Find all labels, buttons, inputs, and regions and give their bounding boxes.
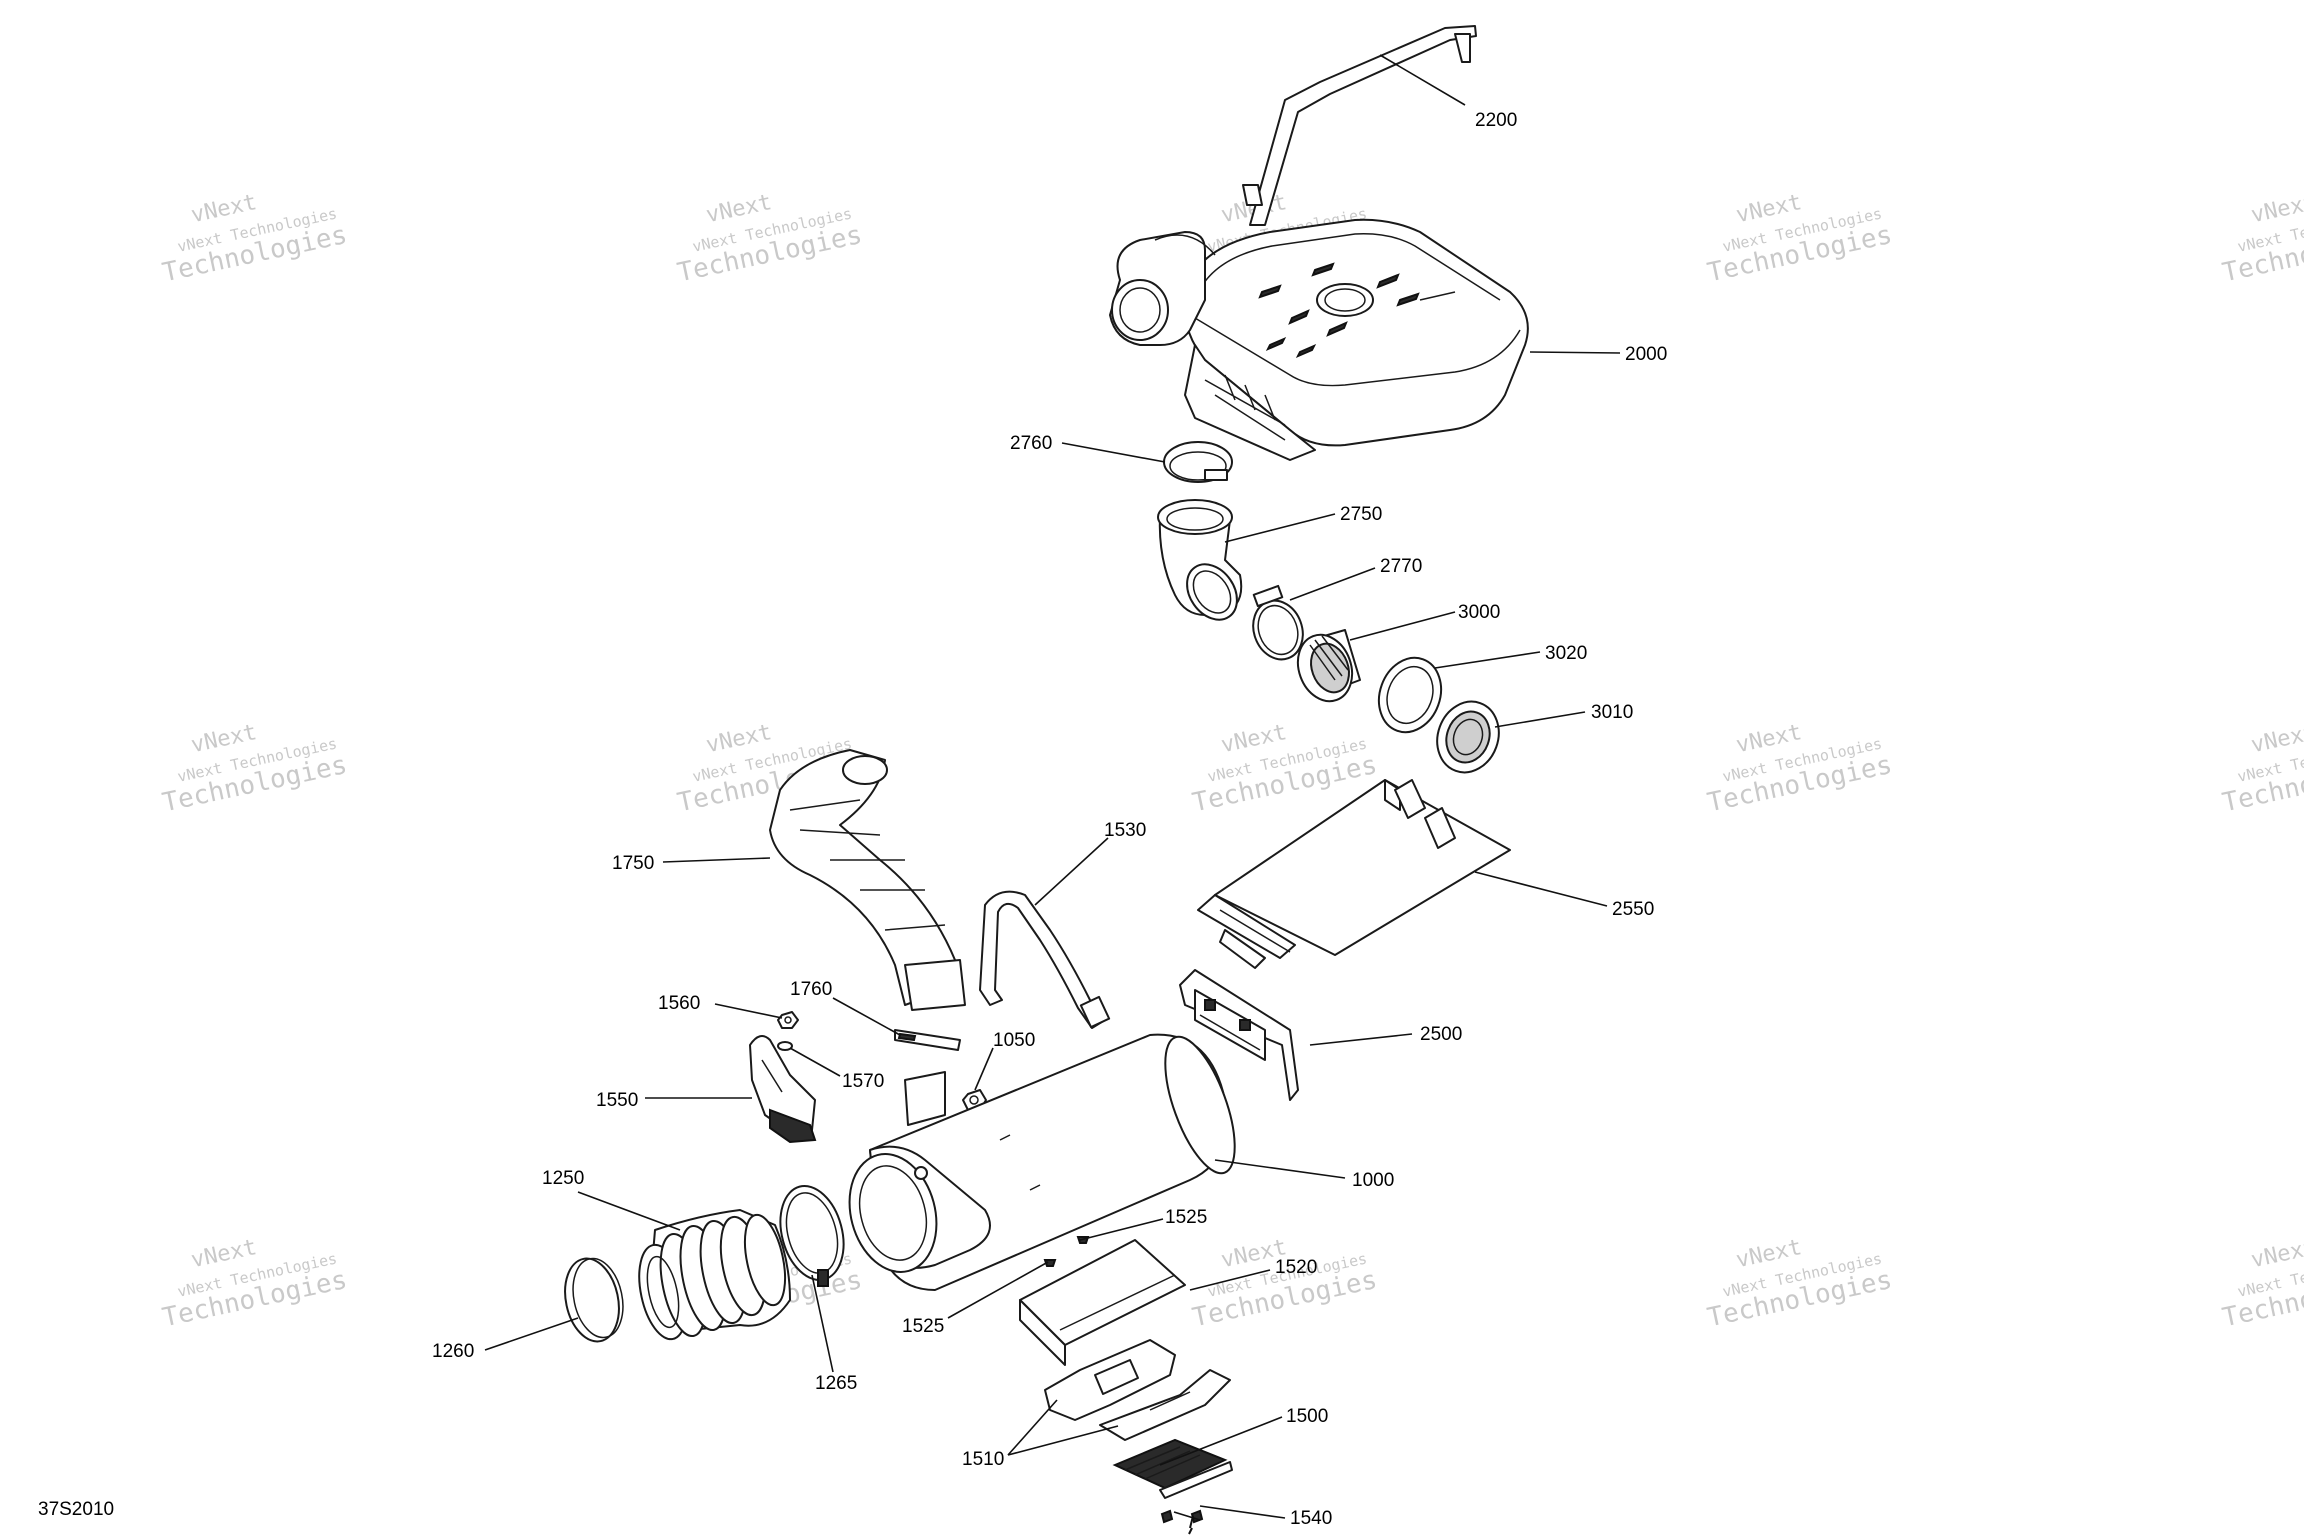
part-holder-1550: [749, 1035, 817, 1144]
callout-1525: 1525: [1165, 1207, 1207, 1228]
part-duct-1750: [769, 749, 966, 1011]
leader-lines: [484, 54, 1621, 1521]
callout-1265: 1265: [815, 1373, 857, 1394]
part-rivet-1525: [1043, 1236, 1090, 1267]
callout-2550: 2550: [1612, 899, 1654, 920]
watermark-text: vNext: [2249, 720, 2304, 758]
callout-3020: 3020: [1545, 643, 1587, 664]
callout-1570: 1570: [842, 1071, 884, 1092]
part-strap-2200: [1242, 25, 1477, 226]
part-shield-1520: [1019, 1239, 1186, 1366]
watermark: vNext vNext Technologies Technologies: [1705, 1235, 1895, 1333]
callout-1500: 1500: [1286, 1406, 1328, 1427]
callout-1530: 1530: [1104, 820, 1146, 841]
watermark: vNext vNext Technologies Technologies: [160, 1235, 350, 1333]
part-screw-1540: [1160, 1509, 1204, 1535]
part-ring-3020: [1377, 656, 1443, 734]
part-mount-1510: [1044, 1339, 1231, 1441]
callout-1250: 1250: [542, 1168, 584, 1189]
callout-1560: 1560: [658, 993, 700, 1014]
part-clamp-2770: [1252, 584, 1304, 661]
callout-3000: 3000: [1458, 602, 1500, 623]
callout-1540: 1540: [1290, 1508, 1332, 1529]
callout-2760: 2760: [1010, 433, 1052, 454]
watermark-text: vNext: [2249, 1235, 2304, 1273]
part-insert-1760: [894, 1029, 961, 1051]
callout-1260: 1260: [432, 1341, 474, 1362]
callout-2750: 2750: [1340, 504, 1382, 525]
figure-code: 37S2010: [38, 1499, 114, 1520]
watermark: vNext vNext Technologies Technologies: [1705, 720, 1895, 818]
callout-1050: 1050: [993, 1030, 1035, 1051]
callout-1510: 1510: [962, 1449, 1004, 1470]
watermark: vNext vNext Technologies Technologies: [160, 190, 350, 288]
callout-2500: 2500: [1420, 1024, 1462, 1045]
part-plate-2550: [1197, 779, 1511, 969]
part-bellows-1250: [638, 1209, 791, 1341]
watermark: vNext vNext Technologies Technologies: [160, 720, 350, 818]
callout-labels: 2200 2000 2760 2750 2770 3000 3020 3010 …: [432, 110, 1667, 1529]
part-cap-1260: [564, 1257, 624, 1343]
callout-1000: 1000: [1352, 1170, 1394, 1191]
part-muffler-1000: [848, 1033, 1236, 1291]
part-clamp-1265: [779, 1184, 845, 1287]
watermark: vNext vNext Technologies Technologies: [1190, 720, 1380, 818]
callout-1750: 1750: [612, 853, 654, 874]
part-elbow-2750: [1157, 499, 1243, 621]
part-nut-1560: [777, 1011, 799, 1029]
callout-1525: 1525: [902, 1316, 944, 1337]
watermark: vNext vNext Technologies Technologies: [2220, 1235, 2304, 1333]
watermark: vNext vNext Technologies Technologies: [2220, 720, 2304, 818]
part-coupler-3000: [1296, 629, 1361, 703]
part-bracket-2500: [1179, 969, 1299, 1101]
watermark-text: vNext: [2249, 190, 2304, 228]
callout-1550: 1550: [596, 1090, 638, 1111]
callout-2200: 2200: [1475, 110, 1517, 131]
callout-2770: 2770: [1380, 556, 1422, 577]
watermark: vNext vNext Technologies Technologies: [2220, 190, 2304, 288]
callout-1520: 1520: [1275, 1257, 1317, 1278]
watermark: vNext vNext Technologies Technologies: [675, 190, 865, 288]
callout-2000: 2000: [1625, 344, 1667, 365]
callout-1760: 1760: [790, 979, 832, 1000]
part-hose-1530: [979, 890, 1111, 1029]
part-collar-3010: [1436, 700, 1500, 774]
part-clamp-2760: [1163, 441, 1233, 483]
part-washer-1570: [777, 1041, 793, 1051]
callout-3010: 3010: [1591, 702, 1633, 723]
part-airbox-2000: [1109, 218, 1529, 461]
watermark: vNext vNext Technologies Technologies: [1705, 190, 1895, 288]
part-pad-1500: [1112, 1438, 1233, 1499]
